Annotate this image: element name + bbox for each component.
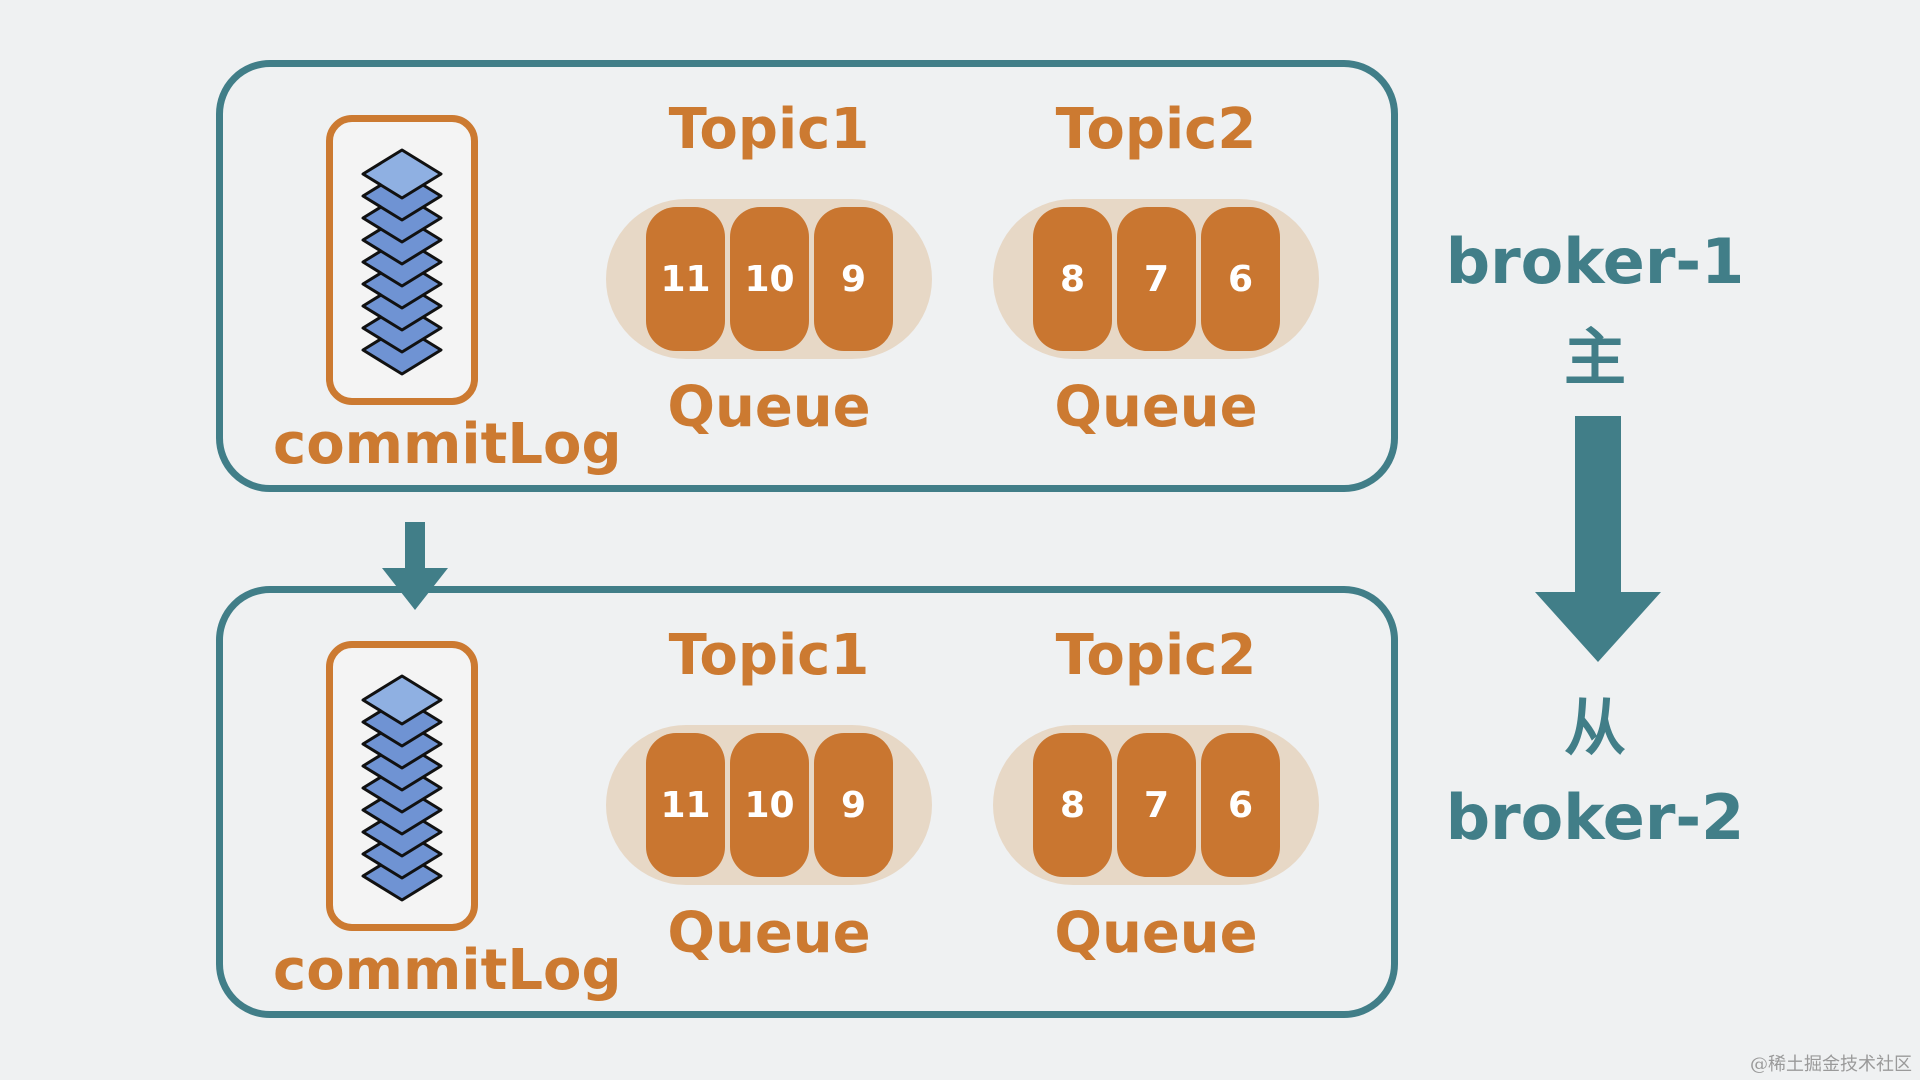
commitlog-frame [326,641,478,931]
topic-title: Topic2 [1055,623,1257,688]
queue-slot: 9 [814,207,893,351]
down-arrow-icon [1535,416,1661,662]
stack-layer [361,148,443,200]
queue-slot: 11 [646,733,725,877]
queue-slot: 7 [1117,207,1196,351]
queue-slot: 8 [1033,733,1112,877]
slave-label: 从 [1563,691,1626,764]
topic-title: Topic2 [1055,97,1257,162]
commitlog-group: commitLog [273,115,622,477]
topic2: Topic2 8 7 6 Queue [993,95,1319,465]
layer-stack-icon [361,148,443,376]
broker-2-box: commitLog Topic1 11 10 9 Queue Topic2 8 … [216,586,1398,1018]
queue-slot: 9 [814,733,893,877]
broker-2-label: broker-2 [1445,781,1745,854]
master-label: 主 [1563,321,1626,394]
commitlog-group: commitLog [273,641,622,1003]
broker-1-label: broker-1 [1445,225,1745,298]
queue-pill: 8 7 6 [993,199,1319,359]
queue-pill: 11 10 9 [606,725,932,885]
queue-slot: 6 [1201,207,1280,351]
topic1: Topic1 11 10 9 Queue [606,95,932,465]
queue-slot: 8 [1033,207,1112,351]
queue-slot: 10 [730,733,809,877]
layer-stack-icon [361,674,443,902]
topic-title: Topic1 [668,623,870,688]
queue-slot: 11 [646,207,725,351]
queue-label: Queue [667,901,871,966]
topic2: Topic2 8 7 6 Queue [993,621,1319,991]
watermark: @稀土掘金技术社区 [1750,1054,1912,1075]
commitlog-label: commitLog [273,412,622,477]
queue-slot: 6 [1201,733,1280,877]
queue-label: Queue [667,375,871,440]
broker-1-box: commitLog Topic1 11 10 9 Queue Topic2 8 … [216,60,1398,492]
queue-pill: 11 10 9 [606,199,932,359]
queue-pill: 8 7 6 [993,725,1319,885]
commitlog-label: commitLog [273,938,622,1003]
queue-slot: 10 [730,207,809,351]
stack-layer [361,674,443,726]
queue-label: Queue [1054,375,1258,440]
queue-slot: 7 [1117,733,1196,877]
topic1: Topic1 11 10 9 Queue [606,621,932,991]
topic-title: Topic1 [668,97,870,162]
queue-label: Queue [1054,901,1258,966]
commitlog-frame [326,115,478,405]
